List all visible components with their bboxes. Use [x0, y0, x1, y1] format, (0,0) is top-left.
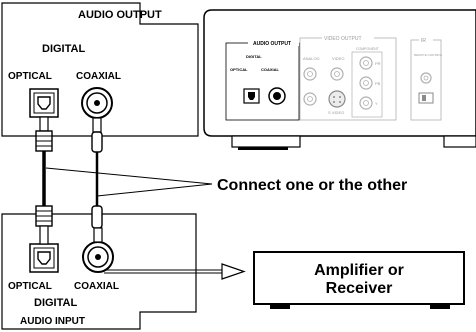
rear-s-video-label: S VIDEO	[328, 110, 344, 115]
rear-y-label: Y	[375, 101, 378, 106]
rear-pb-label: PB	[375, 81, 381, 86]
receiver-line2: Receiver	[326, 280, 393, 297]
rear-coaxial-label: COAXIAL	[261, 67, 280, 72]
rear-ir-label: IR	[421, 38, 426, 44]
connect-callout-text: Connect one or the other	[217, 177, 407, 194]
rear-coaxial-jack-icon	[268, 87, 286, 105]
optical-output-jack-icon	[29, 88, 59, 118]
rear-video-output-label: VIDEO OUTPUT	[324, 36, 362, 42]
rear-component-label: COMPONENT	[356, 47, 380, 51]
receiver-arrow	[104, 263, 246, 280]
connect-callout: Connect one or the other	[45, 167, 407, 197]
amplifier-receiver-box: Amplifier or Receiver	[253, 251, 465, 309]
rear-pr-label: PR	[375, 61, 381, 66]
audio-input-panel: OPTICAL COAXIAL DIGITAL AUDIO INPUT	[1, 213, 197, 330]
rear-optical-label: OPTICAL	[230, 67, 248, 72]
rear-video-label: VIDEO	[332, 56, 344, 61]
remote-control-section: IR REMOTE CONTROL	[410, 36, 443, 121]
optical-input-label: OPTICAL	[8, 281, 52, 292]
audio-output-panel: AUDIO OUTPUT DIGITAL OPTICAL COAXIAL	[1, 2, 199, 137]
audio-output-title: AUDIO OUTPUT	[78, 9, 162, 21]
rear-audio-output-label: AUDIO OUTPUT	[253, 41, 291, 47]
coaxial-output-jack-icon	[81, 87, 113, 119]
digital-input-label: DIGITAL	[34, 297, 77, 309]
rear-remote-control-label: REMOTE CONTROL	[414, 53, 443, 57]
optical-input-jack-icon	[29, 243, 59, 273]
rear-digital-label: DIGITAL	[246, 54, 262, 59]
receiver-line1: Amplifier or	[314, 262, 404, 279]
audio-input-title: AUDIO INPUT	[20, 316, 85, 327]
optical-output-label: OPTICAL	[8, 71, 52, 82]
player-rear-panel: AUDIO OUTPUT DIGITAL OPTICAL COAXIAL VID…	[203, 9, 476, 150]
coaxial-cable	[91, 117, 103, 243]
rear-optical-jack-icon	[243, 88, 260, 104]
coaxial-input-label: COAXIAL	[74, 281, 119, 292]
coaxial-output-label: COAXIAL	[76, 71, 121, 82]
video-output-section: VIDEO OUTPUT COMPONENT ANALOG VIDEO S VI…	[299, 34, 397, 121]
rear-analog-label: ANALOG	[303, 56, 320, 61]
digital-output-label: DIGITAL	[42, 43, 85, 55]
optical-cable	[35, 116, 53, 245]
coaxial-input-jack-icon	[82, 241, 114, 273]
